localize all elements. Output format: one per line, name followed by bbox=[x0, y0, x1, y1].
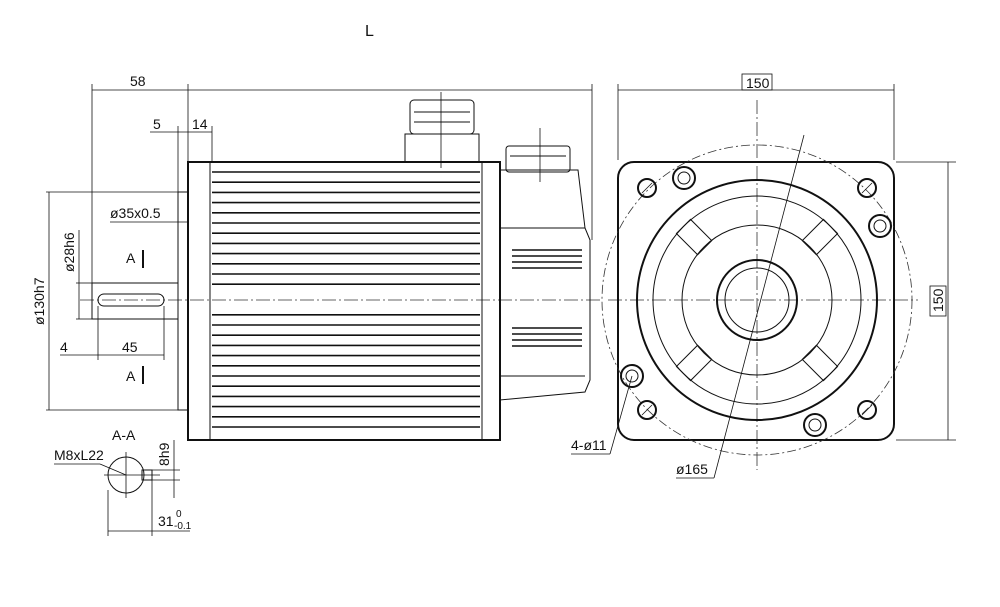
mounting-hole bbox=[637, 400, 657, 420]
dim-key-length: 45 bbox=[122, 339, 138, 355]
dim-shaft-length: 58 bbox=[130, 73, 146, 89]
tapped-hole bbox=[620, 364, 644, 388]
front-view: ø165 4-ø11 150 150 bbox=[571, 73, 956, 479]
dim-chamfer: ø35x0.5 bbox=[110, 205, 161, 221]
key-depth: 31 bbox=[158, 513, 174, 529]
tapped-hole bbox=[672, 166, 696, 190]
dim-key-offset: 4 bbox=[60, 339, 68, 355]
pcd-dim: ø165 bbox=[676, 461, 708, 477]
keyway bbox=[97, 293, 165, 307]
section-label: A-A bbox=[112, 427, 136, 443]
section-view: A-A M8xL22 8h9 31 0 -0.1 bbox=[54, 427, 192, 536]
key-depth-upper-tol: 0 bbox=[176, 509, 182, 520]
tapped-hole bbox=[868, 214, 892, 238]
motor-body bbox=[187, 161, 501, 441]
mounting-holes bbox=[620, 166, 892, 437]
mounting-hole bbox=[857, 178, 877, 198]
thread-spec: M8xL22 bbox=[54, 447, 104, 463]
cooling-fins bbox=[212, 171, 480, 428]
power-connector bbox=[404, 92, 480, 168]
flange bbox=[177, 191, 189, 411]
dim-shaft-dia: ø28h6 bbox=[61, 232, 77, 272]
section-mark-top: A bbox=[126, 250, 136, 266]
side-view: 58 5 14 ø35x0.5 ø130h7 ø28h6 4 45 A A bbox=[31, 73, 600, 441]
drawing-title: L bbox=[365, 23, 374, 40]
mounting-hole bbox=[637, 178, 657, 198]
holes-dim: 4-ø11 bbox=[571, 437, 607, 453]
encoder-housing bbox=[499, 128, 591, 401]
front-flange bbox=[617, 161, 895, 441]
mounting-hole bbox=[857, 400, 877, 420]
tapped-hole bbox=[803, 413, 827, 437]
front-spokes bbox=[675, 218, 839, 382]
height-dim: 150 bbox=[930, 288, 946, 312]
dim-flange-thk: 5 bbox=[153, 116, 161, 132]
dim-pilot-dia: ø130h7 bbox=[31, 277, 47, 325]
dim-spigot: 14 bbox=[192, 116, 208, 132]
width-dim: 150 bbox=[746, 75, 770, 91]
section-mark-bottom: A bbox=[126, 368, 136, 384]
key-depth-lower-tol: -0.1 bbox=[174, 521, 192, 532]
shaft bbox=[91, 282, 179, 320]
key-width: 8h9 bbox=[156, 442, 172, 466]
